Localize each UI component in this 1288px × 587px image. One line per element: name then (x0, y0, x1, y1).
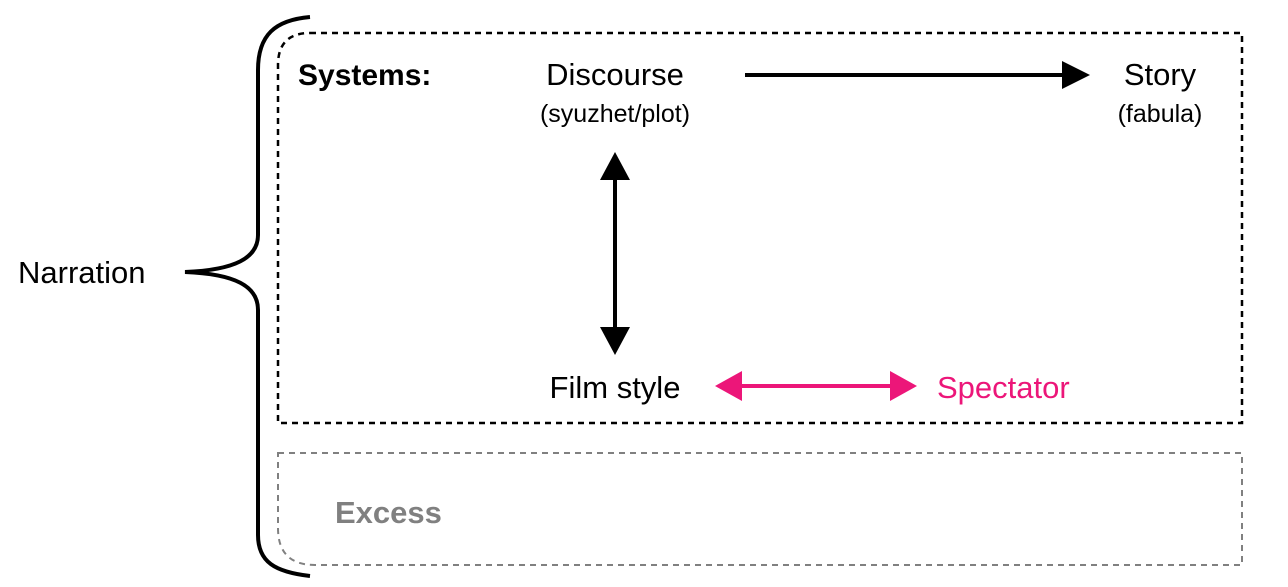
story-label: Story (1124, 57, 1197, 92)
spectator-label: Spectator (937, 370, 1070, 405)
arrowhead-icon (600, 327, 630, 355)
excess-box (277, 452, 1243, 566)
narration-label: Narration (18, 255, 146, 290)
systems-label: Systems: (298, 59, 431, 92)
discourse-label: Discourse (546, 57, 684, 92)
arrowhead-icon (1062, 61, 1090, 89)
narration-brace (184, 15, 311, 578)
arrowhead-icon (715, 371, 742, 401)
systems-box (276, 31, 1244, 425)
excess-label: Excess (335, 495, 442, 530)
arrowhead-icon (890, 371, 917, 401)
discourse-sublabel: (syuzhet/plot) (540, 100, 690, 128)
arrowhead-icon (600, 152, 630, 180)
story-sublabel: (fabula) (1118, 100, 1203, 128)
film-style-label: Film style (550, 370, 681, 405)
